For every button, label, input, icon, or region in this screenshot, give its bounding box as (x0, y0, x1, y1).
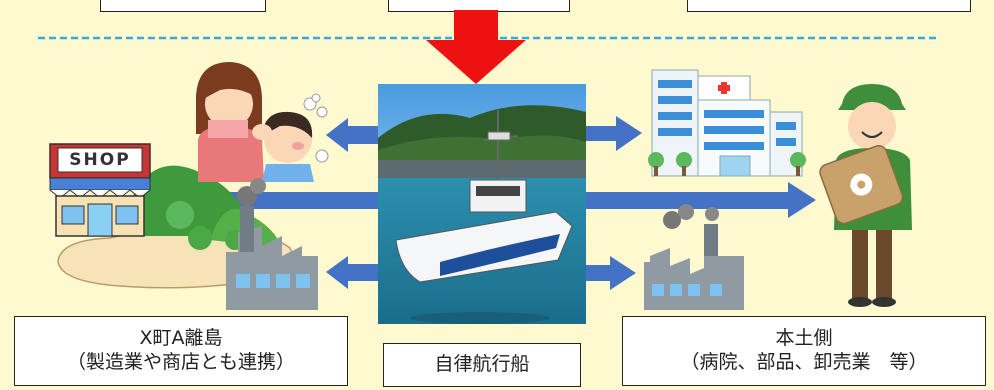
shop-sign-text: SHOP (69, 150, 131, 170)
boat-title: 自律航行船 (434, 353, 530, 376)
island-title: X町A離島 (139, 327, 223, 350)
label-box-island: X町A離島 （製造業や商店とも連携） (14, 316, 348, 386)
top-box-right (687, 0, 971, 12)
label-box-boat: 自律航行船 (383, 343, 581, 387)
arrow-to-shop-icon (154, 182, 378, 219)
arrow-to-island-factory-icon (326, 256, 378, 289)
arrow-to-farmer-icon (586, 182, 816, 218)
top-box-left (100, 0, 266, 12)
label-box-mainland: 本土側 （病院、部品、卸売業 等） (622, 316, 986, 386)
island-subtitle: （製造業や商店とも連携） (66, 351, 295, 373)
arrow-to-hospital-icon (586, 116, 642, 151)
mainland-title: 本土側 (775, 327, 833, 350)
shop-icon (49, 143, 151, 237)
mainland-subtitle: （病院、部品、卸売業 等） (680, 351, 928, 373)
arrow-to-mainland-factory-icon (586, 256, 636, 290)
arrow-to-family-icon (326, 118, 378, 152)
